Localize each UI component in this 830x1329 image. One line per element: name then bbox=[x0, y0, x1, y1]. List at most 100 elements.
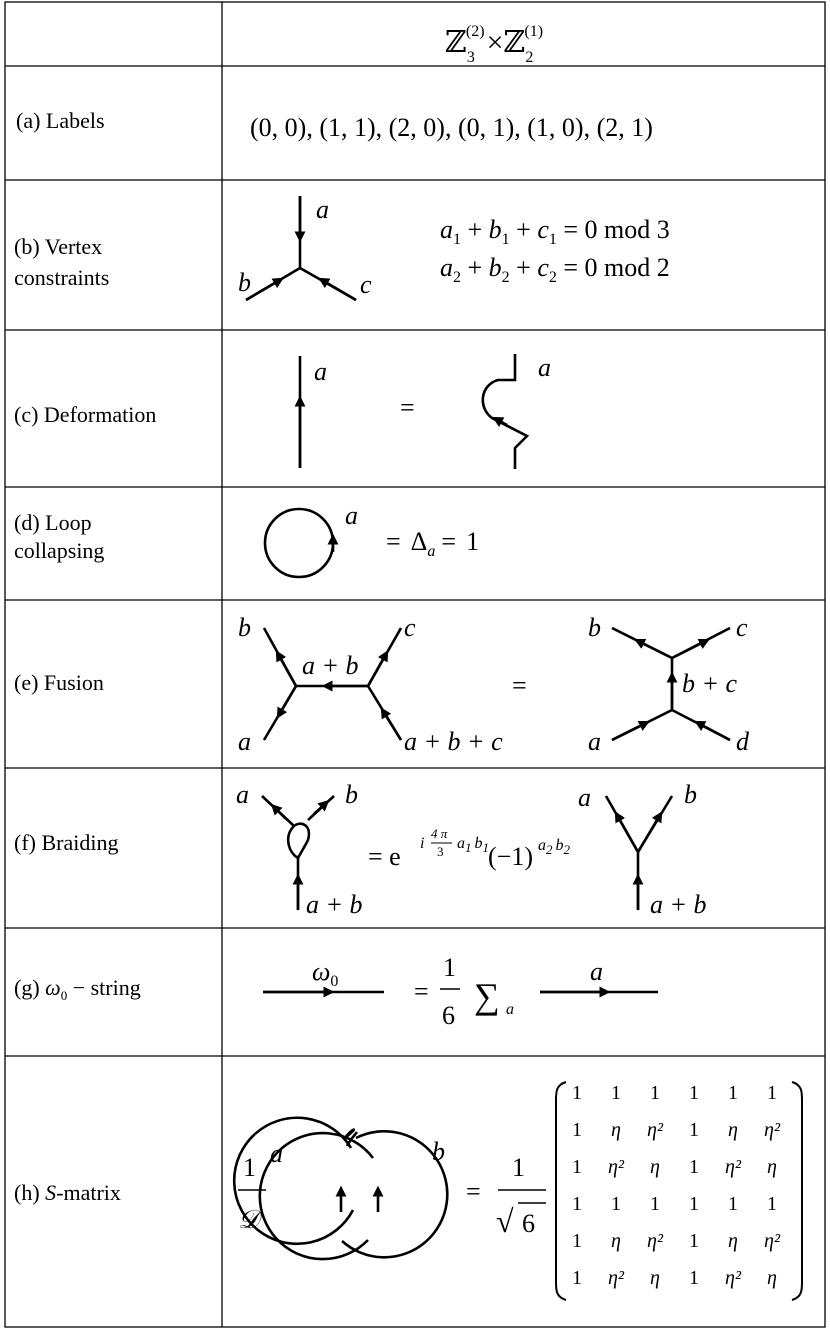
smatrix-sqrt-arg: 6 bbox=[522, 1209, 535, 1238]
fusion-left-c: c bbox=[404, 613, 416, 642]
vertex-label-b: b bbox=[238, 268, 251, 297]
fusion-left-ab: a + b bbox=[302, 651, 359, 680]
loop-diagram bbox=[263, 507, 339, 579]
matrix-cell: 1 bbox=[572, 1193, 582, 1215]
omega-sum-sub: a bbox=[506, 1001, 514, 1018]
row-e-fusion: (e) Fusion b c a + b a a + b + c = bbox=[14, 613, 750, 756]
matrix-cell: η² bbox=[725, 1267, 742, 1289]
loop-equation: =Δa=1 bbox=[386, 527, 479, 560]
matrix-cell: 1 bbox=[611, 1193, 621, 1215]
header-z2-sub: 2 bbox=[525, 49, 533, 66]
loop-label-a: a bbox=[345, 501, 358, 530]
row-c-deformation: (c) Deformation a = a bbox=[14, 353, 551, 469]
matrix-brackets bbox=[555, 1081, 803, 1301]
row-b-label-line2: constraints bbox=[14, 265, 109, 290]
braid-right-diagram bbox=[604, 795, 674, 910]
matrix-cell: 1 bbox=[689, 1119, 699, 1141]
fusion-left-a: a bbox=[238, 727, 251, 756]
smatrix-frac-num: 1 bbox=[243, 1153, 256, 1182]
fusion-left-diagram bbox=[262, 627, 403, 741]
matrix-cell: η bbox=[650, 1267, 660, 1289]
deform-equals: = bbox=[400, 393, 415, 422]
row-b-label-line1: (b) Vertex bbox=[14, 234, 102, 259]
braid-left-b: b bbox=[345, 780, 358, 809]
row-d-loop: (d) Loop collapsing a =Δa=1 bbox=[14, 501, 479, 579]
table-grid bbox=[4, 1, 826, 1328]
matrix-cell: 1 bbox=[650, 1193, 660, 1215]
bent-line-diagram bbox=[481, 354, 530, 469]
matrix-cell: 1 bbox=[689, 1230, 699, 1252]
fusion-left-b: b bbox=[238, 613, 251, 642]
fusion-right-b: b bbox=[588, 613, 601, 642]
matrix-cell: 1 bbox=[611, 1082, 621, 1104]
matrix-cell: 1 bbox=[689, 1267, 699, 1289]
header-z2-sup: (1) bbox=[524, 23, 543, 40]
matrix-cell: 1 bbox=[572, 1267, 582, 1289]
header-group: ℤ3(2)×ℤ2(1) bbox=[445, 23, 543, 66]
row-c-label: (c) Deformation bbox=[14, 402, 156, 427]
vertex-label-a: a bbox=[316, 195, 329, 224]
omega-equals: = bbox=[414, 977, 429, 1006]
matrix-cell: 1 bbox=[689, 1193, 699, 1215]
row-h-label: (h) S-matrix bbox=[14, 1180, 121, 1205]
braid-right-ab: a + b bbox=[650, 890, 707, 919]
braid-left-diagram bbox=[261, 795, 335, 910]
matrix-cell: 1 bbox=[767, 1193, 777, 1215]
table-header: ℤ3(2)×ℤ2(1) bbox=[445, 23, 543, 66]
matrix-cell: η bbox=[611, 1230, 621, 1252]
matrix-cell: η² bbox=[725, 1156, 742, 1178]
vertex-diagram bbox=[245, 196, 357, 302]
matrix-cell: 1 bbox=[572, 1082, 582, 1104]
row-e-label: (e) Fusion bbox=[14, 670, 104, 695]
fusion-equals: = bbox=[512, 671, 527, 700]
row-f-label: (f) Braiding bbox=[14, 830, 118, 855]
braid-exp-frac-num: 4 π bbox=[431, 826, 448, 841]
matrix-cell: 1 bbox=[728, 1193, 738, 1215]
row-a-label: (a) Labels bbox=[16, 108, 105, 133]
fusion-left-abc: a + b + c bbox=[404, 727, 503, 756]
header-times: × bbox=[487, 26, 504, 59]
deform-left-a: a bbox=[314, 357, 327, 386]
header-z2: ℤ bbox=[503, 26, 525, 59]
row-d-label-line1: (d) Loop bbox=[14, 510, 92, 535]
matrix-cell: η bbox=[611, 1119, 621, 1141]
header-z3: ℤ bbox=[445, 26, 467, 59]
braid-exp-i: i bbox=[420, 835, 424, 852]
fusion-right-a: a bbox=[588, 727, 601, 756]
matrix-cell: η bbox=[728, 1230, 738, 1252]
smatrix-sqrt: √ bbox=[496, 1203, 514, 1239]
header-z3-sup: (2) bbox=[466, 23, 485, 40]
matrix-cell: 1 bbox=[650, 1082, 660, 1104]
matrix-cell: η² bbox=[608, 1156, 625, 1178]
omega-frac-num: 1 bbox=[443, 953, 456, 982]
row-g-omega-string: (g) ω0 − string ω0 = 1 6 ∑ a a bbox=[14, 953, 658, 1030]
a-line-label: a bbox=[590, 957, 603, 986]
matrix-cell: η bbox=[767, 1267, 777, 1289]
constraint-mod3: a1 + b1 + c1 = 0 mod 3 bbox=[440, 215, 670, 248]
matrix-cell: 1 bbox=[767, 1082, 777, 1104]
smatrix-pref-num: 1 bbox=[512, 1153, 525, 1182]
omega-label: ω0 bbox=[312, 957, 338, 990]
matrix-cell: 1 bbox=[689, 1156, 699, 1178]
row-b-vertex: (b) Vertex constraints a b c a1 + b1 + c… bbox=[14, 195, 670, 302]
row-g-label: (g) ω0 − string bbox=[14, 975, 141, 1003]
row-d-label-line2: collapsing bbox=[14, 538, 104, 563]
braid-exp-frac-den: 3 bbox=[437, 844, 444, 859]
braid-eq-prefix: = e bbox=[368, 842, 401, 871]
matrix-cell: 1 bbox=[572, 1119, 582, 1141]
matrix-cell: 1 bbox=[689, 1082, 699, 1104]
fusion-right-c: c bbox=[736, 613, 748, 642]
deform-right-a: a bbox=[538, 353, 551, 382]
fusion-right-diagram bbox=[611, 626, 731, 742]
smatrix-equals: = bbox=[466, 1177, 481, 1206]
row-a-labels: (a) Labels (0, 0), (1, 1), (2, 0), (0, 1… bbox=[16, 108, 653, 142]
omega-frac-den: 6 bbox=[442, 1001, 455, 1030]
hopf-link-diagram bbox=[232, 1116, 449, 1261]
